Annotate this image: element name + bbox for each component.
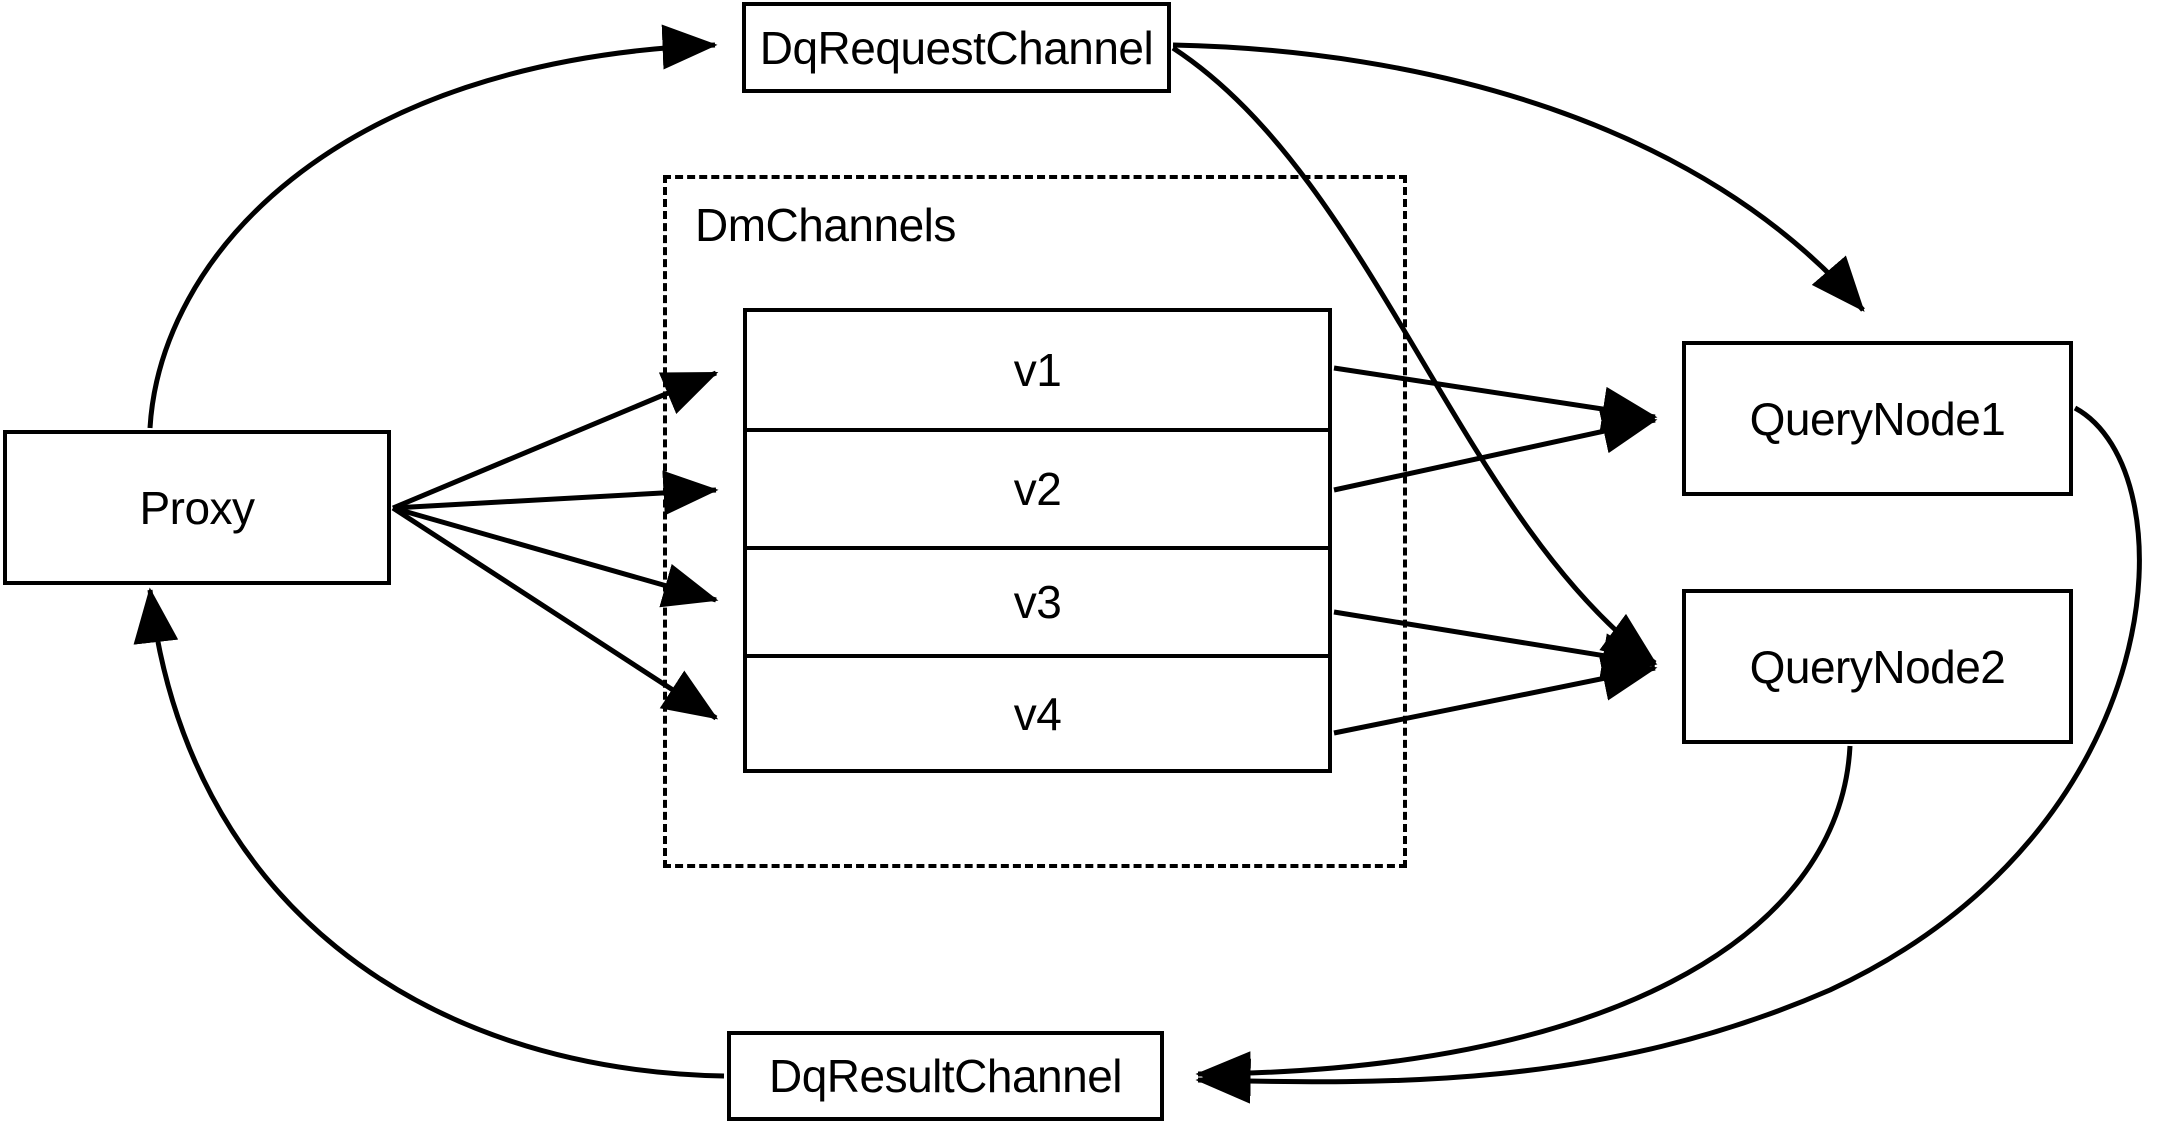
dmchannels-group bbox=[663, 175, 1407, 868]
vchannel-row-v3[interactable]: v3 bbox=[747, 550, 1328, 658]
vchannel-stack: v1 v2 v3 v4 bbox=[743, 308, 1332, 773]
node-dq-result-channel[interactable]: DqResultChannel bbox=[727, 1031, 1164, 1121]
vchannel-row-v2[interactable]: v2 bbox=[747, 432, 1328, 550]
node-proxy[interactable]: Proxy bbox=[3, 430, 391, 585]
node-query-node-2[interactable]: QueryNode2 bbox=[1682, 589, 2073, 744]
edge-proxy-to-dqrequestchannel bbox=[147, 24, 718, 429]
edge-dqresultchannel-to-proxy bbox=[133, 587, 725, 1079]
vchannel-row-v1[interactable]: v1 bbox=[747, 312, 1328, 432]
node-query-node-1[interactable]: QueryNode1 bbox=[1682, 341, 2073, 496]
node-dq-request-channel[interactable]: DqRequestChannel bbox=[742, 2, 1171, 93]
vchannel-row-v4[interactable]: v4 bbox=[1013, 687, 1062, 740]
dmchannels-group-label: DmChannels bbox=[695, 199, 956, 251]
